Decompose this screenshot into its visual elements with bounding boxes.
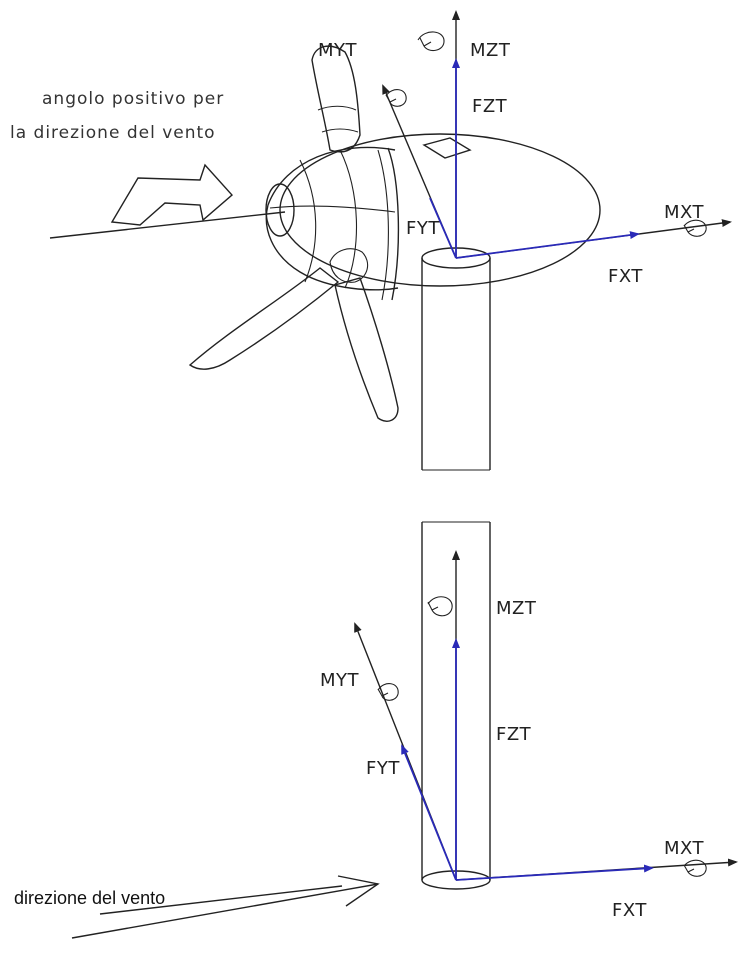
- nacelle-plate: [422, 137, 472, 159]
- top-mxt-rotation-icon: [683, 219, 707, 237]
- bottom-mxt-label: MXT: [664, 838, 705, 859]
- rotor-axis-line: [49, 211, 286, 239]
- wind-direction-line: [71, 883, 379, 939]
- bottom-mxt-rotation-icon: [683, 859, 707, 877]
- top-fxt-vector: [455, 231, 640, 259]
- wind-angle-note-line2: la direzione del vento: [10, 123, 216, 143]
- top-fzt-label: FZT: [472, 96, 508, 117]
- top-fyt-label: FYT: [406, 218, 440, 239]
- wind-direction-label: direzione del vento: [14, 888, 165, 908]
- bottom-fxt-vector: [455, 864, 654, 881]
- turbine-drawing: [49, 45, 601, 471]
- top-axes: MYT MZT FZT FYT MXT FXT: [318, 10, 732, 287]
- bottom-fyt-label: FYT: [366, 758, 400, 779]
- blade-upper: [311, 45, 361, 153]
- top-mxt-label: MXT: [664, 202, 705, 223]
- top-fxt-label: FXT: [608, 266, 643, 287]
- wind-direction-arrowhead: [337, 875, 380, 907]
- bottom-fzt-label: FZT: [496, 724, 532, 745]
- bottom-myt-rotation-icon: [377, 683, 399, 701]
- blade-lower: [329, 248, 399, 422]
- tower-lower: [421, 521, 491, 890]
- tower-upper: [421, 247, 491, 471]
- wind-angle-note-line1: angolo positivo per: [42, 89, 224, 109]
- top-fyt-vector: [429, 197, 457, 259]
- bottom-axes: MZT MYT FZT FYT MXT FXT: [320, 550, 738, 921]
- bottom-mzt-label: MZT: [496, 598, 537, 619]
- blade-lower-left: [188, 267, 340, 370]
- top-mzt-label: MZT: [470, 40, 511, 61]
- hub: [265, 146, 400, 301]
- wind-direction: direzione del vento: [14, 875, 380, 939]
- bottom-myt-label: MYT: [320, 670, 360, 691]
- top-myt-rotation-icon: [385, 89, 407, 107]
- wind-direction-upper-line: [99, 885, 343, 915]
- bottom-fyt-vector: [401, 744, 457, 881]
- nacelle-ellipse: [279, 133, 601, 287]
- top-mzt-rotation-icon: [417, 31, 445, 51]
- wind-block-arrow: [110, 163, 233, 226]
- bottom-fxt-label: FXT: [612, 900, 647, 921]
- bottom-mzt-rotation-icon: [427, 596, 453, 617]
- wind-angle-note: angolo positivo per la direzione del ven…: [10, 89, 224, 143]
- top-myt-label: MYT: [318, 40, 358, 61]
